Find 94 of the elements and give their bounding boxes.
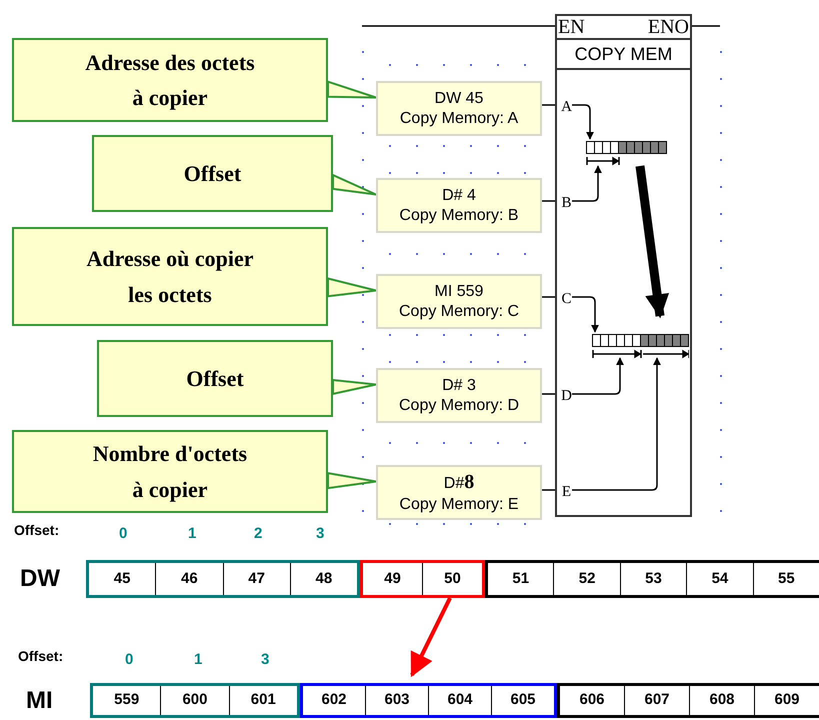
- parameter-text: Copy Memory: B: [399, 206, 519, 226]
- callout-box: [12, 38, 328, 122]
- table-cell: 45: [89, 563, 156, 595]
- parameter-text: D# 4: [442, 186, 476, 206]
- cell-group: [90, 683, 300, 718]
- arrow: [572, 165, 602, 202]
- arrow: [572, 296, 599, 333]
- table-cell-text: 605: [509, 690, 537, 710]
- function-block: [555, 14, 692, 517]
- callout-text: Adresse où copier les octets: [85, 245, 255, 308]
- cell-group: [557, 683, 819, 718]
- table-cell: 606: [560, 686, 625, 715]
- table-cell: 559: [93, 686, 162, 715]
- table-cell: 603: [366, 686, 429, 715]
- parameter-box: [376, 274, 542, 329]
- offset-label: Offset:: [14, 522, 60, 540]
- callout-text: Nombre d'octets à copier: [92, 440, 248, 504]
- memory-bar-drawing: [586, 141, 667, 168]
- callout-box: [12, 227, 328, 326]
- callout-pointer: [327, 472, 377, 490]
- table-cell: 46: [156, 563, 224, 595]
- table-cell: 47: [224, 563, 291, 595]
- parameter-box: [376, 178, 542, 233]
- parameter-text: D# 3: [442, 376, 476, 396]
- table-cell: 607: [625, 686, 690, 715]
- table-cell: 49: [363, 563, 423, 595]
- pin-label: ENO: [648, 16, 689, 38]
- pin-label: EN: [558, 16, 585, 38]
- table-cell-text: 50: [443, 568, 462, 589]
- connector-line: [542, 393, 557, 395]
- parameter-text: Copy Memory: D: [398, 396, 520, 416]
- table-cell-text: 609: [773, 690, 801, 710]
- callout-pointer: [327, 277, 377, 298]
- arrow: [572, 104, 594, 140]
- parameter-text: Copy Memory: E: [399, 495, 519, 515]
- offset-number: 1: [194, 651, 202, 670]
- table-cell: 608: [690, 686, 755, 715]
- connector-line: [542, 296, 557, 298]
- connector-line: [542, 489, 557, 491]
- connector-line: [542, 104, 557, 106]
- thick-arrow: [636, 165, 670, 318]
- thick-arrow: [410, 597, 452, 678]
- arrow: [572, 357, 661, 491]
- cell-group: [86, 560, 360, 598]
- row-label: MI: [26, 686, 53, 716]
- callout-pointer: [327, 80, 377, 98]
- parameter-text: D#8: [444, 470, 474, 495]
- pin-label: D: [559, 387, 574, 405]
- pin-label: E: [559, 483, 574, 501]
- table-cell: 54: [687, 563, 754, 595]
- parameter-text: Copy Memory: C: [398, 302, 520, 322]
- table-cell: 600: [161, 686, 230, 715]
- callout-text: Adresse des octets à copier: [84, 48, 256, 112]
- parameter-text: DW 45: [434, 88, 484, 108]
- table-cell: 52: [554, 563, 621, 595]
- cell-group: [300, 683, 557, 718]
- table-cell: 602: [303, 686, 366, 715]
- row-label: DW: [20, 564, 60, 594]
- block-title: COPY MEM: [574, 42, 672, 66]
- parameter-text: Copy Memory: A: [400, 108, 518, 128]
- connector-line: [362, 25, 555, 27]
- table-cell-text: 601: [250, 690, 277, 710]
- callout-pointer: [332, 173, 377, 196]
- parameter-box: [376, 465, 542, 520]
- pin-label: C: [559, 290, 574, 308]
- callout-pointer: [332, 378, 377, 396]
- offset-number: 1: [188, 525, 196, 544]
- connector-line: [692, 25, 720, 27]
- offset-number: 0: [125, 651, 134, 670]
- table-cell: 604: [429, 686, 492, 715]
- callout-box: [97, 340, 333, 417]
- offset-number: 2: [254, 525, 262, 544]
- table-cell-text: 48: [314, 568, 334, 589]
- connector-line: [542, 200, 557, 202]
- cell-group: [360, 560, 485, 598]
- offset-number: 0: [119, 525, 128, 544]
- parameter-box: [376, 368, 542, 423]
- callout-text: Offset: [186, 364, 244, 393]
- cell-group: [485, 560, 819, 598]
- table-cell: 51: [488, 563, 554, 595]
- callout-box: [12, 430, 328, 513]
- parameter-text: MI 559: [434, 282, 484, 302]
- callout-box: [92, 135, 333, 212]
- callout-text: Offset: [184, 160, 242, 188]
- table-cell-text: 55: [776, 568, 796, 589]
- offset-label: Offset:: [18, 648, 64, 666]
- parameter-box: [376, 81, 542, 136]
- pin-label: B: [559, 194, 574, 212]
- offset-number: 3: [261, 651, 270, 670]
- offset-number: 3: [316, 525, 324, 544]
- arrow: [572, 357, 624, 395]
- pin-label: A: [559, 98, 574, 116]
- table-cell: 53: [620, 563, 688, 595]
- memory-bar-drawing: [592, 334, 689, 360]
